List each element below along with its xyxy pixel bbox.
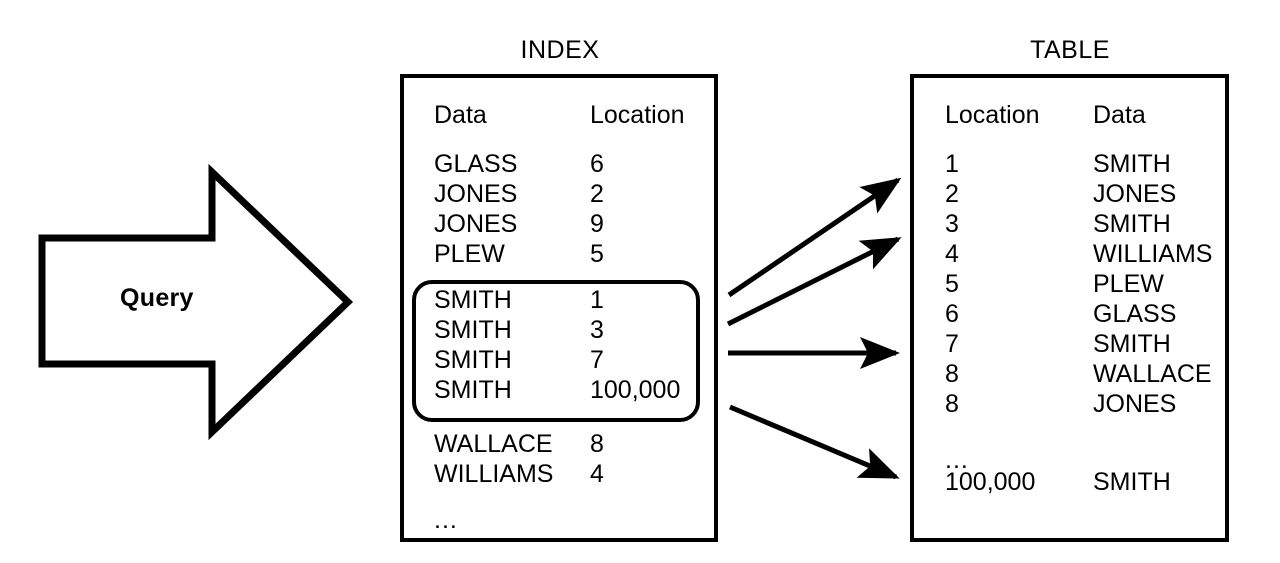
table-column-header-data: Data xyxy=(1093,101,1146,129)
arrow-smith-1 xyxy=(727,177,902,298)
table-row-location: 8 xyxy=(945,390,959,418)
table-row-data: JONES xyxy=(1093,390,1177,418)
table-final-row-location: 100,000 xyxy=(945,468,1036,496)
index-panel-title: INDEX xyxy=(520,36,600,64)
arrow-smith-3 xyxy=(726,236,902,327)
table-row-location: 7 xyxy=(945,330,959,358)
index-panel-box xyxy=(400,74,718,542)
index-row-location: 5 xyxy=(590,240,604,268)
table-row-data: SMITH xyxy=(1093,330,1171,358)
table-column-header-location: Location xyxy=(945,101,1040,129)
index-to-table-arrows xyxy=(726,177,902,480)
table-row-data: SMITH xyxy=(1093,150,1171,178)
table-ellipsis-row: ... xyxy=(945,446,969,474)
table-row-location: 3 xyxy=(945,210,959,238)
index-row-data: PLEW xyxy=(434,240,505,268)
table-row-data: WALLACE xyxy=(1093,360,1212,388)
index-row-location: 7 xyxy=(590,346,604,374)
table-panel-title: TABLE xyxy=(1030,36,1110,64)
table-panel-box xyxy=(910,74,1229,542)
query-arrow-shape xyxy=(38,163,354,441)
arrow-smith-100000 xyxy=(729,404,900,480)
index-row-data: SMITH xyxy=(434,346,512,374)
table-row-location: 4 xyxy=(945,240,959,268)
index-row-location: 100,000 xyxy=(590,376,681,404)
index-row-location: 2 xyxy=(590,180,604,208)
index-row-data: JONES xyxy=(434,210,518,238)
table-row-location: 1 xyxy=(945,150,959,178)
index-row-data: SMITH xyxy=(434,286,512,314)
table-row-data: SMITH xyxy=(1093,210,1171,238)
table-final-row-data: SMITH xyxy=(1093,468,1171,496)
index-column-header-data: Data xyxy=(434,101,487,129)
table-row-location: 2 xyxy=(945,180,959,208)
table-row-location: 6 xyxy=(945,300,959,328)
index-row-location: 8 xyxy=(590,430,604,458)
index-column-header-location: Location xyxy=(590,101,685,129)
table-row-data: JONES xyxy=(1093,180,1177,208)
index-row-location: 6 xyxy=(590,150,604,178)
index-row-data: WALLACE xyxy=(434,430,553,458)
table-row-data: WILLIAMS xyxy=(1093,240,1213,268)
table-row-location: 5 xyxy=(945,270,959,298)
index-row-location: 9 xyxy=(590,210,604,238)
query-label: Query xyxy=(120,284,194,312)
index-row-location: 3 xyxy=(590,316,604,344)
table-row-data: PLEW xyxy=(1093,270,1164,298)
table-row-location: 8 xyxy=(945,360,959,388)
index-row-data: SMITH xyxy=(434,376,512,404)
table-row-data: GLASS xyxy=(1093,300,1177,328)
index-row-data: SMITH xyxy=(434,316,512,344)
index-row-location: 4 xyxy=(590,460,604,488)
index-row-data: GLASS xyxy=(434,150,518,178)
index-row-location: 1 xyxy=(590,286,604,314)
index-row-data: JONES xyxy=(434,180,518,208)
index-trailing-ellipsis: ... xyxy=(434,506,458,534)
smith-match-highlight xyxy=(412,280,700,422)
index-row-data: WILLIAMS xyxy=(434,460,554,488)
query-arrow-polygon xyxy=(38,163,354,441)
